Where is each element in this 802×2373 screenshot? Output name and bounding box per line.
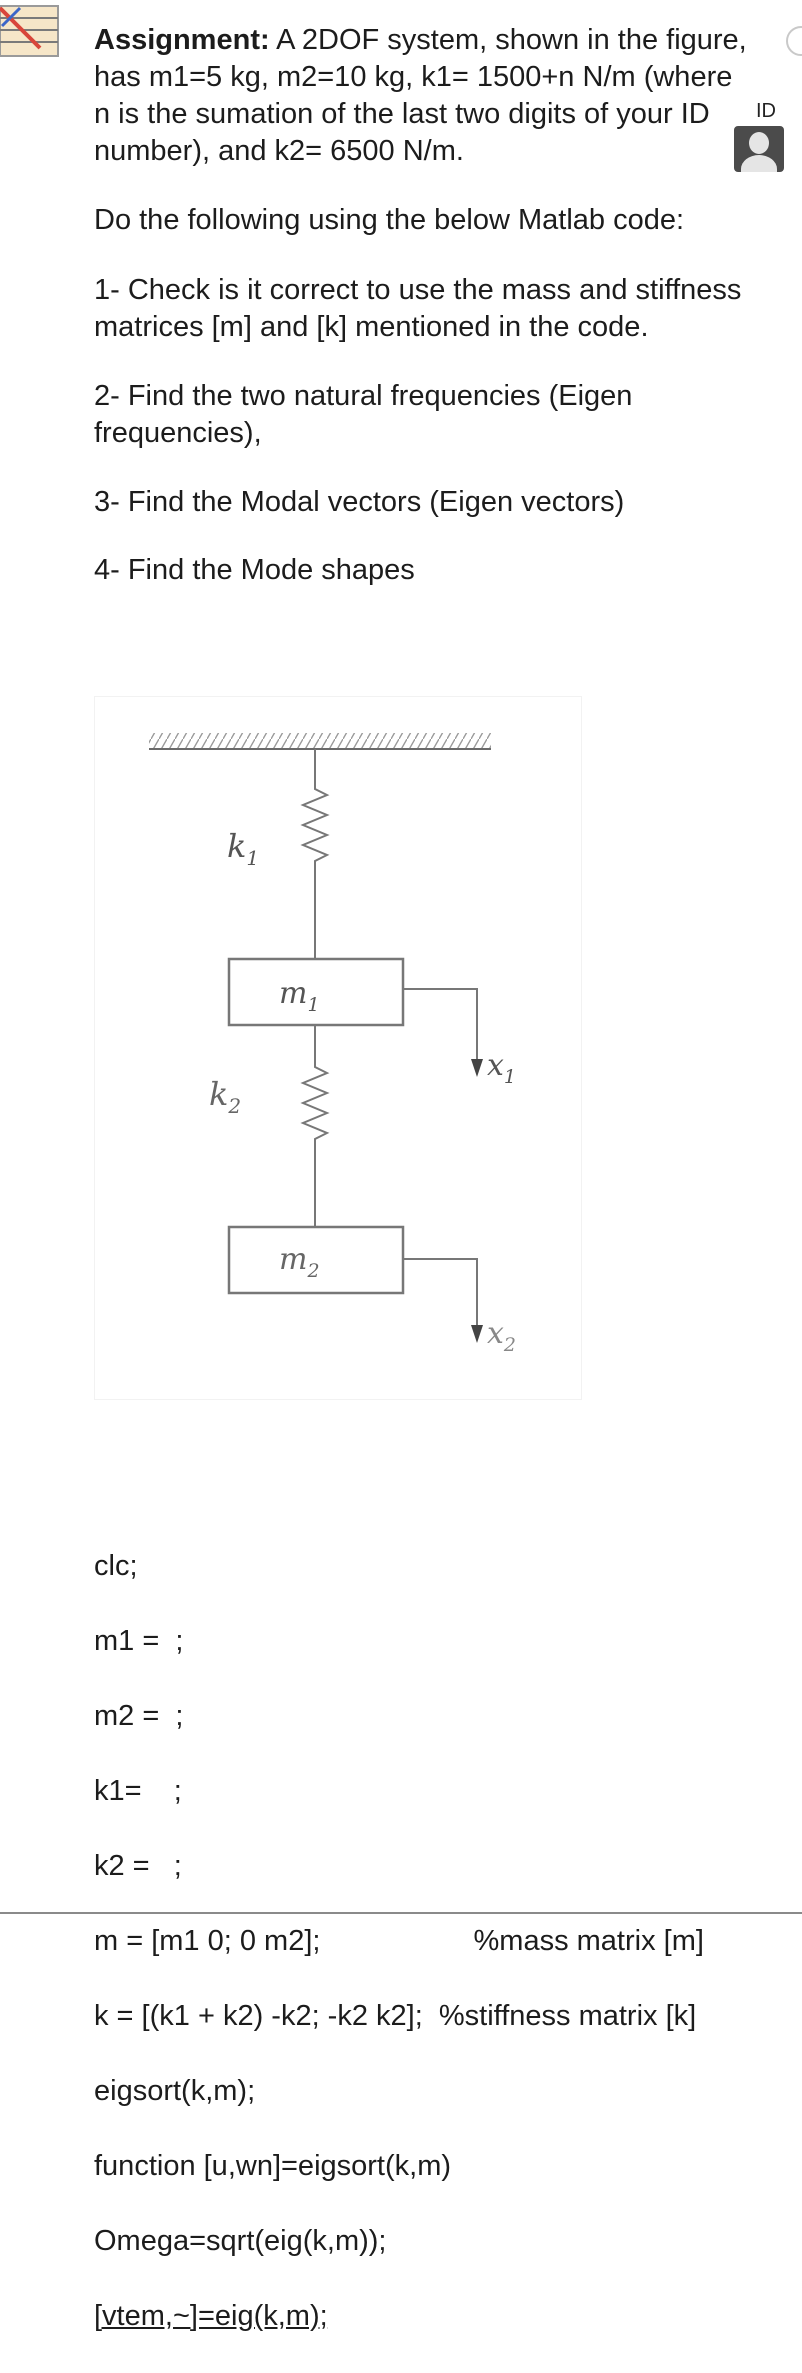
assignment-text-1: A 2DOF system, shown in the figure, [269,24,747,56]
x1-arrow-line [403,988,478,1063]
task-2-line-2: frequencies), [94,417,262,449]
x2-arrow-line [403,1258,478,1329]
spring-mass-diagram: k1 m1 k2 m2 x1 x2 [149,733,516,1356]
code-line-3: m2 = ; [94,1699,184,1732]
avatar-tag: ID [756,100,776,122]
code-line-11: [vtem,~]=eig(k,m); [94,2299,328,2332]
user-avatar-icon[interactable] [734,126,784,172]
task-1-line-2: matrices [m] and [k] mentioned in the co… [94,311,649,343]
avatar-head [749,132,769,154]
label-m2: m2 [279,1242,320,1282]
spring-k2 [300,1025,330,1227]
assignment-line-1: Assignment: A 2DOF system, shown in the … [94,22,800,59]
spring-k1 [300,749,330,959]
task-3: 3- Find the Modal vectors (Eigen vectors… [94,486,625,518]
assignment-line-4: number), and k2= 6500 N/m. [94,135,464,167]
matlab-code-block: clc; m1 = ; m2 = ; k1= ; k2 = ; m = [m1 … [94,1510,704,2373]
mass-m2-box [227,1225,405,1295]
x2-arrowhead [471,1325,483,1343]
assignment-label: Assignment: [94,24,270,56]
label-k2: k2 [209,1075,241,1118]
code-line-8: eigsort(k,m); [94,2074,256,2107]
code-line-4: k1= ; [94,1774,182,1807]
task-4: 4- Find the Mode shapes [94,554,415,586]
label-k1: k1 [227,827,259,870]
assignment-line-3: n is the sumation of the last two digits… [94,98,710,130]
task-1-line-1: 1- Check is it correct to use the mass a… [94,274,742,306]
ruler-icon [0,5,59,57]
ground-hatch [149,733,491,749]
assignment-line-2: has m1=5 kg, m2=10 kg, k1= 1500+n N/m (w… [94,61,733,93]
code-line-10: Omega=sqrt(eig(k,m)); [94,2224,387,2257]
code-line-6: m = [m1 0; 0 m2]; %mass matrix [m] [94,1924,704,1957]
avatar-body [741,155,777,172]
task-2-line-1: 2- Find the two natural frequencies (Eig… [94,380,633,412]
label-x1: x1 [487,1048,516,1088]
two-dof-figure: k1 m1 k2 m2 x1 x2 [94,696,582,1400]
x1-arrowhead [471,1059,483,1077]
code-line-1: clc; [94,1549,138,1582]
code-line-2: m1 = ; [94,1624,184,1657]
label-x2: x2 [487,1316,516,1356]
assignment-paragraph: Assignment: A 2DOF system, shown in the … [94,22,800,170]
code-line-7: k = [(k1 + k2) -k2; -k2 k2]; %stiffness … [94,1999,697,2032]
bottom-divider [0,1912,802,1914]
label-m1: m1 [279,976,320,1016]
code-line-9: function [u,wn]=eigsort(k,m) [94,2149,452,2182]
instruction: Do the following using the below Matlab … [94,204,685,236]
code-line-5: k2 = ; [94,1849,182,1882]
